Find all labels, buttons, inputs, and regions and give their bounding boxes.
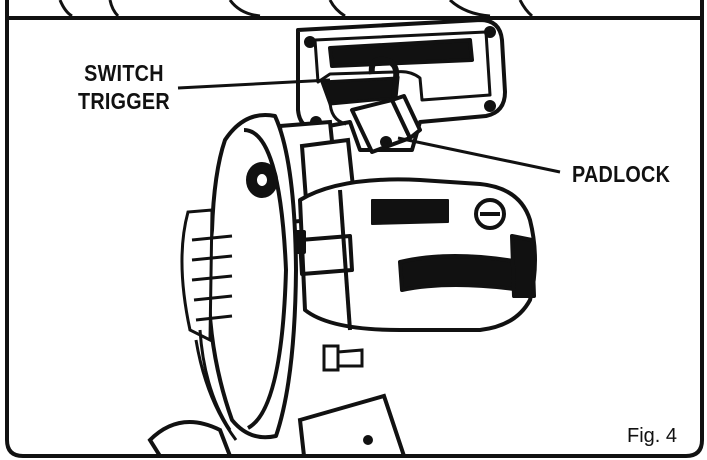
padlock-label: PADLOCK (572, 160, 670, 188)
previous-figure-remnant (60, 0, 532, 16)
switch-trigger-label-line1: SWITCH (78, 59, 170, 87)
switch-trigger-label-line2: TRIGGER (78, 87, 170, 115)
motor-housing (296, 179, 535, 330)
dust-port-fitting (324, 346, 362, 370)
padlock-leader (398, 138, 560, 172)
switch-trigger-label: SWITCH TRIGGER (78, 59, 170, 115)
figure-caption: Fig. 4 (627, 425, 677, 448)
